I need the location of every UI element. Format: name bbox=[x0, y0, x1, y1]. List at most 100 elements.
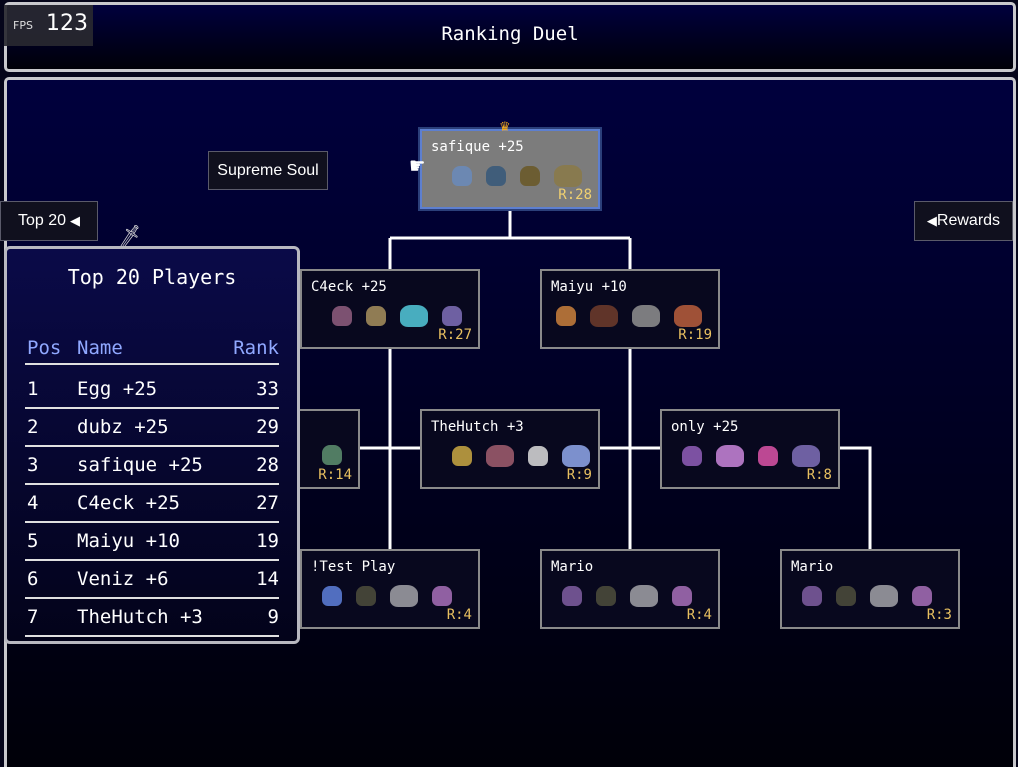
row-rank: 9 bbox=[267, 606, 279, 628]
fps-counter: FPS 123 bbox=[4, 5, 93, 46]
monster-sprite bbox=[758, 446, 778, 466]
row-name: TheHutch +3 bbox=[77, 606, 203, 628]
team-sprites bbox=[332, 305, 462, 327]
bracket-node-mario-1[interactable]: Mario R:4 bbox=[540, 549, 720, 629]
monster-sprite bbox=[716, 445, 744, 467]
top20-leaderboard-panel: Top 20 Players Pos Name Rank 1 Egg +25 33 2… bbox=[4, 246, 300, 644]
monster-sprite bbox=[562, 445, 590, 467]
monster-sprite bbox=[596, 586, 616, 606]
bracket-node-test-play[interactable]: !Test Play R:4 bbox=[300, 549, 480, 629]
rewards-button[interactable]: ◀ Rewards bbox=[914, 201, 1013, 241]
bracket-node-only[interactable]: only +25 R:8 bbox=[660, 409, 840, 489]
row-pos: 6 bbox=[27, 568, 39, 590]
monster-sprite bbox=[562, 586, 582, 606]
monster-sprite bbox=[870, 585, 898, 607]
monster-sprite bbox=[486, 166, 506, 186]
monster-sprite bbox=[528, 446, 548, 466]
node-name: !Test Play bbox=[311, 559, 396, 575]
team-sprites bbox=[322, 585, 452, 607]
row-name: Egg +25 bbox=[77, 378, 158, 400]
leaderboard-row[interactable]: 6 Veniz +6 14 bbox=[25, 563, 279, 599]
leaderboard-row[interactable]: 2 dubz +25 29 bbox=[25, 411, 279, 447]
node-name: safique +25 bbox=[431, 139, 524, 155]
node-name: TheHutch +3 bbox=[431, 419, 524, 435]
top20-label: Top 20 bbox=[17, 212, 67, 229]
team-sprites bbox=[802, 585, 932, 607]
row-name: dubz +25 bbox=[77, 416, 169, 438]
leaderboard-header: Pos Name Rank bbox=[25, 337, 279, 365]
row-pos: 1 bbox=[27, 378, 39, 400]
monster-sprite bbox=[400, 305, 428, 327]
bracket-node-maiyu[interactable]: Maiyu +10 R:19 bbox=[540, 269, 720, 349]
row-pos: 4 bbox=[27, 492, 39, 514]
team-sprites bbox=[562, 585, 692, 607]
title-window: Ranking Duel bbox=[4, 2, 1016, 72]
monster-sprite bbox=[674, 305, 702, 327]
monster-sprite bbox=[802, 586, 822, 606]
row-rank: 14 bbox=[256, 568, 279, 590]
node-rank: R:27 bbox=[438, 327, 472, 343]
supreme-soul-label: Supreme Soul bbox=[217, 161, 319, 179]
col-pos: Pos bbox=[27, 337, 62, 359]
bracket-node-thehutch[interactable]: TheHutch +3 R:9 bbox=[420, 409, 600, 489]
team-sprites bbox=[452, 445, 590, 467]
row-pos: 2 bbox=[27, 416, 39, 438]
node-rank: R:3 bbox=[926, 607, 952, 623]
top20-button[interactable]: Top 20 ◀ bbox=[0, 201, 98, 241]
monster-sprite bbox=[442, 306, 462, 326]
monster-sprite bbox=[452, 446, 472, 466]
team-sprites bbox=[322, 445, 342, 465]
monster-sprite bbox=[682, 446, 702, 466]
row-pos: 5 bbox=[27, 530, 39, 552]
node-name: C4eck +25 bbox=[311, 279, 387, 295]
fps-label: FPS bbox=[13, 19, 33, 32]
col-name: Name bbox=[77, 337, 123, 359]
monster-sprite bbox=[322, 586, 342, 606]
row-name: C4eck +25 bbox=[77, 492, 180, 514]
row-rank: 19 bbox=[256, 530, 279, 552]
node-rank: R:8 bbox=[806, 467, 832, 483]
row-rank: 29 bbox=[256, 416, 279, 438]
leaderboard-row[interactable]: 1 Egg +25 33 bbox=[25, 373, 279, 409]
node-name: Mario bbox=[551, 559, 594, 575]
team-sprites bbox=[682, 445, 820, 467]
crown-icon: ♛ bbox=[500, 116, 510, 135]
monster-sprite bbox=[556, 306, 576, 326]
monster-sprite bbox=[452, 166, 472, 186]
bracket-node-c4eck[interactable]: C4eck +25 R:27 bbox=[300, 269, 480, 349]
team-sprites bbox=[452, 165, 582, 187]
node-name: only +25 bbox=[671, 419, 739, 435]
monster-sprite bbox=[792, 445, 820, 467]
monster-sprite bbox=[356, 586, 376, 606]
row-name: Veniz +6 bbox=[77, 568, 169, 590]
fps-value: 123 bbox=[46, 11, 88, 36]
row-pos: 7 bbox=[27, 606, 39, 628]
monster-sprite bbox=[836, 586, 856, 606]
monster-sprite bbox=[366, 306, 386, 326]
node-name: Mario bbox=[791, 559, 834, 575]
row-rank: 33 bbox=[256, 378, 279, 400]
monster-sprite bbox=[554, 165, 582, 187]
monster-sprite bbox=[672, 586, 692, 606]
node-rank: R:4 bbox=[446, 607, 472, 623]
caret-left-icon: ◀ bbox=[70, 213, 81, 228]
row-rank: 28 bbox=[256, 454, 279, 476]
monster-sprite bbox=[322, 445, 342, 465]
team-sprites bbox=[556, 305, 702, 327]
caret-left-icon: ◀ bbox=[926, 213, 937, 228]
bracket-node-champion[interactable]: safique +25 R:28 bbox=[420, 129, 600, 209]
node-name: Maiyu +10 bbox=[551, 279, 627, 295]
monster-sprite bbox=[390, 585, 418, 607]
node-rank: R:14 bbox=[318, 467, 352, 483]
supreme-soul-button[interactable]: Supreme Soul bbox=[208, 151, 328, 190]
row-name: safique +25 bbox=[77, 454, 203, 476]
node-rank: R:19 bbox=[678, 327, 712, 343]
bracket-node-mario-2[interactable]: Mario R:3 bbox=[780, 549, 960, 629]
leaderboard-title: Top 20 Players bbox=[67, 265, 237, 289]
rewards-label: Rewards bbox=[936, 212, 1001, 229]
leaderboard-row[interactable]: 7 TheHutch +3 9 bbox=[25, 601, 279, 637]
